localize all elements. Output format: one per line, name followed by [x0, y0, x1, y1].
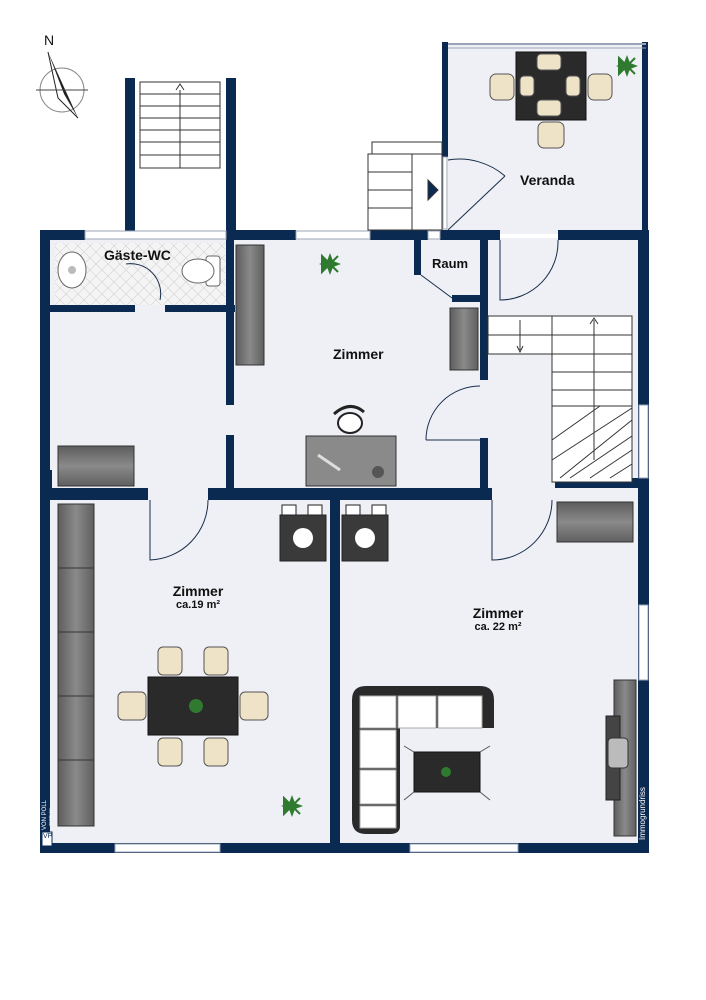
fireplace-right — [341, 504, 389, 562]
entrance-arrow-icon — [427, 178, 439, 202]
stairs-east — [487, 315, 633, 483]
walls — [40, 42, 649, 853]
entrance-steps — [367, 141, 443, 231]
room-name: Zimmer — [472, 605, 524, 621]
plant-icon — [281, 795, 303, 817]
wall-mid-1 — [40, 488, 148, 500]
window-south-right — [409, 843, 519, 853]
dining-set-left — [117, 646, 269, 767]
plant-icon — [319, 253, 341, 275]
door-hall — [499, 239, 559, 301]
logo — [41, 831, 53, 847]
wall-center-west-2 — [226, 435, 234, 495]
wall-hall-west-2 — [480, 438, 488, 498]
dining-set-veranda — [489, 51, 613, 149]
wall-south — [40, 843, 649, 853]
fireplace-left — [279, 504, 327, 562]
compass-north-label: N — [44, 32, 55, 48]
wall-wc-south-1 — [50, 305, 135, 312]
cabinet-center-west — [235, 244, 265, 366]
wall-west — [40, 230, 50, 853]
wall-mid-2 — [208, 488, 492, 500]
wall-north-3 — [370, 230, 428, 240]
furniture — [57, 51, 637, 837]
room-label-right: Zimmer ca. 22 m² — [466, 605, 530, 633]
wall-stair-west — [125, 78, 135, 233]
door-wc — [125, 263, 162, 301]
door-left-room — [149, 499, 209, 561]
plants — [281, 55, 638, 817]
wall-north-2 — [226, 230, 296, 240]
room-label-left: Zimmer ca.19 m² — [168, 583, 228, 611]
room-label-center: Zimmer — [333, 346, 384, 362]
door-right-room — [491, 499, 553, 561]
window-wc — [84, 230, 227, 240]
window-veranda-door — [442, 156, 448, 230]
wall-north-5 — [558, 230, 649, 240]
wall-east — [638, 230, 649, 853]
wall-north-1 — [40, 230, 85, 240]
logo-subtext: IMMOBILIEN — [48, 808, 52, 826]
logo-badge: VP — [43, 833, 53, 840]
wardrobe-left — [57, 503, 95, 827]
room-label-guest-wc: Gäste-WC — [104, 247, 171, 263]
room-label-veranda: Veranda — [520, 172, 575, 188]
window-center — [295, 230, 371, 240]
room-area: ca.19 m² — [175, 599, 221, 611]
wall-raum-2 — [452, 295, 482, 302]
room-area: ca. 22 m² — [474, 621, 522, 633]
cabinet-east — [556, 501, 634, 543]
door-veranda — [447, 158, 506, 231]
sofa — [352, 686, 494, 834]
compass-icon — [36, 51, 88, 119]
wall-mid-3 — [555, 478, 645, 488]
credit-text: Immogrundriss — [638, 787, 647, 840]
wall-south-divider — [330, 500, 340, 850]
window-raum — [427, 230, 441, 240]
doors — [125, 158, 559, 561]
plant-icon — [616, 55, 638, 77]
wall-stair-east — [226, 78, 236, 233]
window-south-left — [114, 843, 221, 853]
stairs-north — [139, 81, 221, 169]
door-raum — [420, 274, 453, 299]
cabinet-center-east — [449, 307, 479, 371]
window-east-2 — [638, 604, 649, 681]
wall-hall-west-1 — [480, 240, 488, 380]
door-center-room — [425, 385, 481, 441]
wall-center-west-1 — [226, 230, 234, 405]
wall-veranda-east — [642, 42, 648, 230]
wall-north-4 — [440, 230, 500, 240]
wall-veranda-west — [442, 42, 448, 157]
windows — [84, 43, 649, 853]
wall-column — [40, 470, 52, 488]
desk-chair — [337, 412, 363, 434]
desk — [305, 435, 397, 487]
cabinet-west — [57, 445, 135, 487]
room-label-storage: Raum — [432, 256, 469, 271]
window-east-1 — [638, 404, 649, 479]
room-name: Zimmer — [172, 583, 224, 599]
wall-wc-south-2 — [165, 305, 235, 312]
wall-raum-1 — [414, 240, 421, 275]
toilet-bowl — [181, 258, 215, 284]
